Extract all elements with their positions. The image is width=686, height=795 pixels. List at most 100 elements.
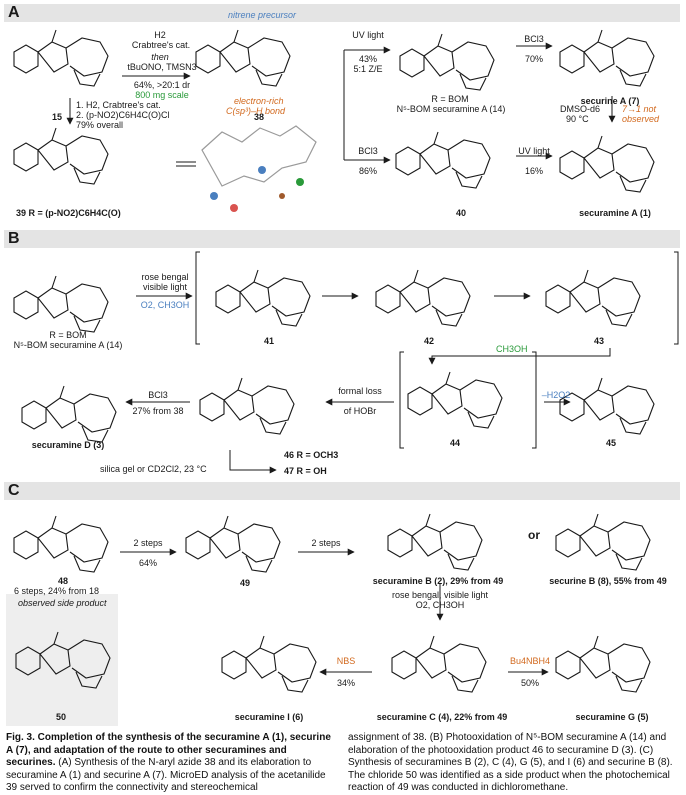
yield-nbs: 34% bbox=[336, 678, 355, 688]
label-cmpd44: 44 bbox=[450, 438, 461, 448]
reagent-dmso: DMSO-d6 bbox=[560, 104, 601, 114]
label-nitrene-precursor: nitrene precursor bbox=[228, 10, 297, 20]
panel-a-label: A bbox=[8, 4, 20, 21]
panel-c-bar bbox=[4, 482, 680, 500]
molecule-45 bbox=[559, 377, 655, 435]
molecule-8 bbox=[555, 513, 651, 571]
label-securine-b: securine B (8), 55% from 49 bbox=[549, 576, 667, 586]
label-securamine-a: securamine A (1) bbox=[579, 208, 651, 218]
molecule-41 bbox=[215, 269, 311, 327]
reagent-tbuono: tBuONO, TMSN3 bbox=[127, 62, 197, 72]
label-cmpd39: 39 R = (p-NO2)C6H4C(O) bbox=[16, 208, 121, 218]
molecule-50 bbox=[15, 631, 111, 689]
side-product-box bbox=[6, 594, 118, 726]
label-cmpd38: 38 bbox=[254, 112, 265, 122]
label-securine-a: securine A (7) bbox=[580, 96, 640, 106]
molecule-49 bbox=[185, 515, 281, 573]
label-side-product: observed side product bbox=[18, 598, 107, 608]
molecule-42 bbox=[375, 269, 471, 327]
reagent-step2-2: 2. (p-NO2)C6H4C(O)Cl bbox=[76, 110, 170, 120]
molecule-3 bbox=[21, 385, 117, 443]
yield-bu4nbh4: 50% bbox=[520, 678, 539, 688]
label-cmpd43: 43 bbox=[594, 336, 605, 346]
yield-uv: 43% bbox=[358, 54, 377, 64]
molecule-2 bbox=[387, 513, 483, 571]
molecule-38 bbox=[195, 29, 291, 87]
label-electron-rich: electron-rich bbox=[234, 96, 284, 106]
reagent-2steps-2: 2 steps bbox=[311, 538, 341, 548]
yield-2steps-1: 64% bbox=[138, 558, 157, 568]
yield-bcl3-c: 27% from 38 bbox=[132, 406, 184, 416]
molecule-44 bbox=[407, 371, 503, 429]
figure-caption-col2: assignment of 38. (B) Photooxidation of … bbox=[348, 732, 673, 793]
label-cmpd14-b: N⁵-BOM securamine A (14) bbox=[13, 340, 123, 350]
label-securamine-b: securamine B (2), 29% from 49 bbox=[372, 576, 504, 586]
label-r-bom: R = BOM bbox=[431, 94, 469, 104]
note-of-hobr: of HOBr bbox=[343, 406, 377, 416]
yield-bcl3-b: 86% bbox=[358, 166, 377, 176]
reagent-bcl3-c: BCl3 bbox=[148, 390, 168, 400]
reagent-silica: silica gel or CD2Cl2, 23 °C bbox=[100, 464, 207, 474]
panel-b-label: B bbox=[8, 230, 20, 247]
label-cmpd46: 46 R = OCH3 bbox=[284, 450, 339, 460]
yield-cmpd48: 6 steps, 24% from 18 bbox=[14, 586, 100, 596]
scale-step1: 800 mg scale bbox=[135, 90, 189, 100]
label-cmpd41: 41 bbox=[264, 336, 275, 346]
reagent-h2: H2 bbox=[154, 30, 166, 40]
label-cmpd14: N⁵-BOM securamine A (14) bbox=[396, 104, 506, 114]
reagent-o2: O2, CH3OH bbox=[140, 300, 190, 310]
molecule-15 bbox=[13, 29, 109, 87]
reagent-then: then bbox=[151, 52, 169, 62]
note-formal-loss: formal loss bbox=[338, 386, 382, 396]
molecule-14-b bbox=[13, 275, 109, 333]
molecule-14 bbox=[399, 33, 495, 91]
molecule-4 bbox=[391, 635, 487, 693]
label-cmpd49: 49 bbox=[240, 578, 251, 588]
yield-step2: 79% overall bbox=[76, 120, 124, 130]
reagent-crabtree: Crabtree's cat. bbox=[131, 40, 191, 50]
label-securamine-g: securamine G (5) bbox=[575, 712, 649, 722]
reagent-ch3oh: CH3OH bbox=[496, 344, 528, 354]
reagent-step2-1: 1. H2, Crabtree's cat. bbox=[76, 100, 161, 110]
label-cmpd47: 47 R = OH bbox=[284, 466, 327, 476]
label-cmpd45: 45 bbox=[606, 438, 617, 448]
label-or: or bbox=[528, 528, 540, 542]
reagent-o2-c: O2, CH3OH bbox=[415, 600, 465, 610]
crystal-structure bbox=[201, 125, 317, 212]
molecule-39 bbox=[13, 127, 109, 185]
reagent-bcl3-b: BCl3 bbox=[358, 146, 378, 156]
label-cmpd48: 48 bbox=[58, 576, 69, 586]
label-cmpd50: 50 bbox=[56, 712, 67, 722]
molecule-7 bbox=[559, 29, 655, 87]
molecule-43 bbox=[545, 269, 641, 327]
reagent-uv: UV light bbox=[352, 30, 384, 40]
figure-caption-col1: Fig. 3. Completion of the synthesis of t… bbox=[6, 732, 336, 795]
reagent-minus-h2o2: –H2O2 bbox=[541, 390, 571, 400]
molecule-1 bbox=[559, 135, 655, 193]
label-csp3-h: C(sp³)–H bond bbox=[226, 106, 286, 116]
yield-uv-b: 16% bbox=[524, 166, 543, 176]
label-securamine-c: securamine C (4), 22% from 49 bbox=[376, 712, 508, 722]
reagent-bu4nbh4: Bu4NBH4 bbox=[509, 656, 551, 666]
reagent-bcl3: BCl3 bbox=[524, 34, 544, 44]
molecule-46 bbox=[199, 377, 295, 435]
yield-step1: 64%, >20:1 dr bbox=[133, 80, 191, 90]
reagent-visible-light: visible light bbox=[142, 282, 188, 292]
label-cmpd42: 42 bbox=[424, 336, 435, 346]
note-not-observed-2: observed bbox=[622, 114, 660, 124]
molecule-40 bbox=[395, 131, 491, 189]
ratio-uv: 5:1 Z/E bbox=[353, 64, 383, 74]
reagent-rose-bengal: rose bengal bbox=[141, 272, 189, 282]
reagent-nbs: NBS bbox=[336, 656, 356, 666]
reagent-2steps-1: 2 steps bbox=[133, 538, 163, 548]
label-cmpd15: 15 bbox=[52, 112, 63, 122]
panel-a-bar bbox=[4, 4, 680, 22]
reagent-rose-bengal-c: rose bengal, visible light bbox=[391, 590, 489, 600]
reagent-uv-b: UV light bbox=[518, 146, 550, 156]
label-cmpd40: 40 bbox=[456, 208, 467, 218]
molecule-48 bbox=[13, 515, 109, 573]
panel-c-label: C bbox=[8, 482, 20, 499]
label-r-bom-b: R = BOM bbox=[49, 330, 87, 340]
yield-bcl3: 70% bbox=[524, 54, 543, 64]
